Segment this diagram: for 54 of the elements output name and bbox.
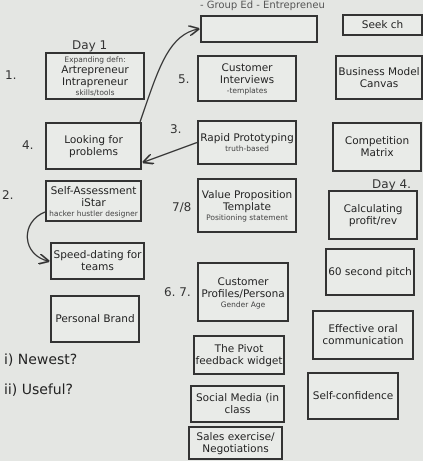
side-note: 7/8 (172, 200, 192, 214)
topic-box (190, 385, 285, 423)
topic-box (197, 120, 297, 165)
side-note: 6. 7. (164, 285, 191, 299)
box-text: 60 second pitch (328, 266, 412, 278)
side-note: 4. (22, 138, 34, 152)
topic-box (332, 122, 422, 172)
board-heading: - Group Ed - Entrepreneu (200, 0, 325, 11)
box-text: Competition Matrix (344, 135, 410, 159)
side-note: Day 1 (72, 38, 108, 52)
topic-box (193, 335, 285, 375)
topic-box (45, 180, 142, 222)
topic-box (45, 52, 145, 100)
box-text: Calculating profit/rev (342, 203, 404, 227)
box-text: Effective oral communication (321, 323, 405, 347)
side-note: 1. (5, 68, 16, 82)
box-text: Social Media (in class (194, 392, 280, 416)
topic-box (328, 190, 418, 240)
box-text: Self-confidence (312, 390, 394, 402)
side-note: Day 4. (372, 177, 411, 191)
topic-box (342, 14, 423, 36)
side-note: 5. (178, 72, 190, 86)
topic-box (50, 242, 145, 280)
box-text: Value Proposition Template (200, 189, 294, 213)
side-note: 3. (170, 122, 182, 136)
side-note: 2. (2, 188, 14, 202)
box-text: Self-Assessment iStar (50, 184, 138, 208)
box-text: Seek ch (362, 19, 404, 31)
box-text: Looking for problems (63, 134, 124, 158)
box-text: The Pivot feedback widget (195, 343, 283, 367)
question-note: ii) Useful? (4, 382, 73, 398)
topic-box (197, 55, 297, 102)
box-text: Business Model Canvas (337, 66, 421, 90)
box-text: Personal Brand (55, 313, 135, 325)
topic-box (50, 295, 140, 343)
topic-box (307, 372, 399, 420)
question-note: i) Newest? (4, 352, 78, 368)
box-text: Customer Profiles/Persona (200, 276, 286, 300)
empty-box (200, 15, 318, 43)
box-text: Rapid Prototyping (200, 132, 294, 144)
box-text: Sales exercise/ Negotiations (195, 431, 276, 455)
topic-box (45, 122, 142, 170)
topic-box (335, 55, 423, 100)
arrow (139, 26, 200, 122)
box-text: Speed-dating for teams (52, 249, 142, 273)
topic-box (197, 178, 297, 233)
topic-box (325, 248, 415, 296)
topic-box (188, 426, 283, 460)
arrow (142, 142, 198, 165)
arrow (26, 211, 50, 264)
box-text: Customer Interviews (218, 62, 276, 86)
topic-box (197, 262, 289, 322)
topic-box (312, 310, 414, 360)
box-note: Artrepreneur Intrapreneur (60, 64, 130, 88)
